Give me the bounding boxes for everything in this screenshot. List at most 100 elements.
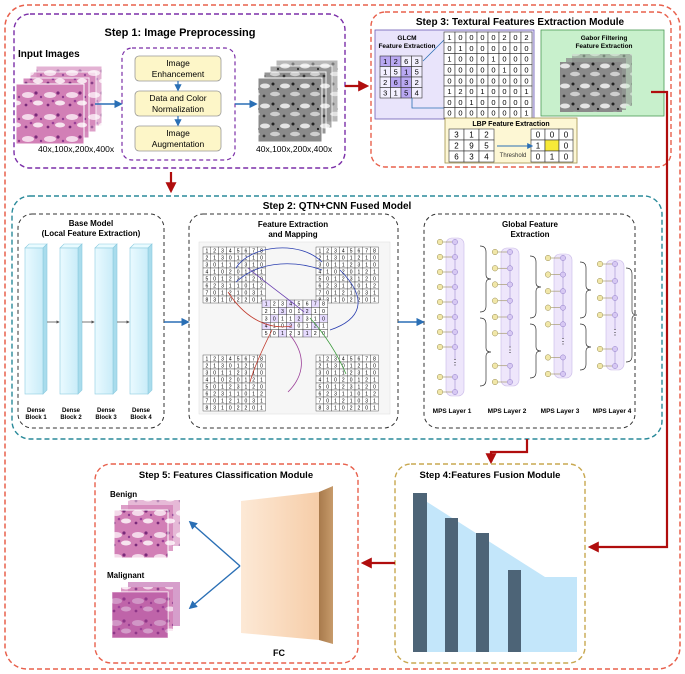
fc-side-face xyxy=(319,486,333,644)
step5-module: Step 5: Features Classification Module B… xyxy=(94,463,359,664)
mapping-grid-value: 8 xyxy=(373,356,376,362)
svg-text:⋮: ⋮ xyxy=(611,328,619,337)
lbp-out-value: 0 xyxy=(536,152,541,161)
mapping-grid-value: 3 xyxy=(358,370,361,376)
svg-text:Image: Image xyxy=(166,128,190,138)
glcm-big-value: 1 xyxy=(524,87,528,96)
mapping-grid-value: 0 xyxy=(260,262,263,268)
mapping-grid-value: 2 xyxy=(206,363,209,369)
mapping-grid-value: 3 xyxy=(221,356,224,362)
mapping-grid-value: 1 xyxy=(334,276,337,282)
mapping-grid-value: 2 xyxy=(245,363,248,369)
glcm-big-value: 1 xyxy=(447,33,451,42)
mapping-grid-value: 1 xyxy=(365,283,368,289)
benign-image-stack xyxy=(113,500,180,559)
mapping-grid-value: 3 xyxy=(221,283,224,289)
mapping-grid-value: 1 xyxy=(373,297,376,303)
glcm-big-value: 0 xyxy=(513,66,517,75)
mapping-grid-value: 7 xyxy=(319,290,322,296)
glcm-small-value: 1 xyxy=(383,57,387,66)
mapping-center-grid-value: 2 xyxy=(314,331,317,337)
mapping-center-grid-value: 5 xyxy=(265,331,268,337)
glcm-big-value: 0 xyxy=(524,44,528,53)
gabor-title-2: Feature Extraction xyxy=(575,43,632,50)
mapping-center-grid-value: 1 xyxy=(322,324,325,330)
mapping-grid-value: 2 xyxy=(326,356,329,362)
glcm-big-value: 0 xyxy=(469,44,473,53)
mapping-grid-value: 1 xyxy=(365,370,368,376)
mapping-grid-value: 1 xyxy=(365,363,368,369)
lbp-out-value: 0 xyxy=(564,141,569,150)
svg-text:⋮: ⋮ xyxy=(451,358,459,367)
mapping-grid-value: 2 xyxy=(229,377,232,383)
mapping-grid-value: 3 xyxy=(206,262,209,268)
mapping-grid-value: 1 xyxy=(245,384,248,390)
mapping-center-grid-value: 3 xyxy=(281,309,284,315)
step2-module: Step 2: QTN+CNN Fused Model Base Model (… xyxy=(11,195,663,440)
mps-brace xyxy=(625,267,638,363)
mapping-grid-value: 0 xyxy=(358,290,361,296)
mapping-center-grid-value: 3 xyxy=(306,316,309,322)
glcm-big-value: 2 xyxy=(524,33,528,42)
glcm-small-value: 2 xyxy=(394,57,398,66)
mapping-grid-value: 7 xyxy=(319,398,322,404)
arrow-fc-to-benign xyxy=(188,520,241,567)
mapping-center-grid-value: 3 xyxy=(265,316,268,322)
lbp-in-value: 2 xyxy=(484,130,489,139)
benign-label: Benign xyxy=(110,490,137,499)
dense-block-label: Dense xyxy=(97,408,116,414)
mps-layer-3: ⋮ xyxy=(544,253,592,379)
fusion-bar-2 xyxy=(445,518,458,652)
glcm-small-value: 6 xyxy=(394,78,398,87)
mapping-center-grid-value: 1 xyxy=(265,302,268,308)
dense-block-4 xyxy=(129,243,153,395)
mapping-grid-value: 8 xyxy=(319,405,322,411)
glcm-big-value: 1 xyxy=(502,66,506,75)
mapping-grid-value: 2 xyxy=(260,391,263,397)
feature-mapping-title-2: and Mapping xyxy=(268,230,317,239)
mapping-grid-value: 2 xyxy=(342,384,345,390)
mapping-grid-value: 6 xyxy=(206,283,209,289)
mapping-grid-value: 1 xyxy=(237,391,240,397)
glcm-title-2: Feature Extraction xyxy=(378,43,435,50)
mapping-center-grid-value: 8 xyxy=(322,302,325,308)
mapping-grid-value: 1 xyxy=(358,384,361,390)
mapping-center-grid-value: 2 xyxy=(273,302,276,308)
mapping-grid-value: 1 xyxy=(350,363,353,369)
glcm-small-value: 2 xyxy=(415,78,419,87)
glcm-big-value: 0 xyxy=(513,87,517,96)
glcm-big-value: 0 xyxy=(513,109,517,118)
lbp-in-value: 2 xyxy=(454,141,459,150)
mapping-grid-value: 2 xyxy=(229,276,232,282)
mapping-grid-value: 2 xyxy=(237,370,240,376)
lbp-out-value: 1 xyxy=(536,141,541,150)
mapping-grid-value: 0 xyxy=(334,377,337,383)
mapping-grid-value: 0 xyxy=(342,363,345,369)
glcm-big-value: 1 xyxy=(491,55,495,64)
mps-brace xyxy=(579,261,592,319)
mapping-grid-value: 1 xyxy=(252,391,255,397)
mapping-grid-value: 1 xyxy=(334,262,337,268)
glcm-big-value: 0 xyxy=(447,66,451,75)
mapping-grid-value: 3 xyxy=(319,370,322,376)
arrow-fc-to-malignant xyxy=(188,565,241,610)
mapping-grid-value: 3 xyxy=(221,255,224,261)
mapping-grid-value: 2 xyxy=(245,297,248,303)
glcm-small-value: 3 xyxy=(415,57,419,66)
mapping-grid-value: 4 xyxy=(319,377,322,383)
mapping-grid-value: 1 xyxy=(260,290,263,296)
lbp-in-value: 4 xyxy=(484,152,489,161)
step2-border xyxy=(11,195,663,440)
mapping-grid-value: 2 xyxy=(245,255,248,261)
mapping-grid-value: 0 xyxy=(373,384,376,390)
mapping-grid-value: 2 xyxy=(326,283,329,289)
mapping-grid-value: 1 xyxy=(229,283,232,289)
glcm-big-value: 0 xyxy=(524,76,528,85)
mapping-grid-value: 0 xyxy=(326,370,329,376)
mapping-center-grid-value: 1 xyxy=(273,324,276,330)
mps-layer-1: ⋮ xyxy=(436,237,492,397)
mapping-grid-value: 0 xyxy=(373,262,376,268)
dense-block-label: Dense xyxy=(62,408,81,414)
mapping-grid-value: 7 xyxy=(365,248,368,254)
